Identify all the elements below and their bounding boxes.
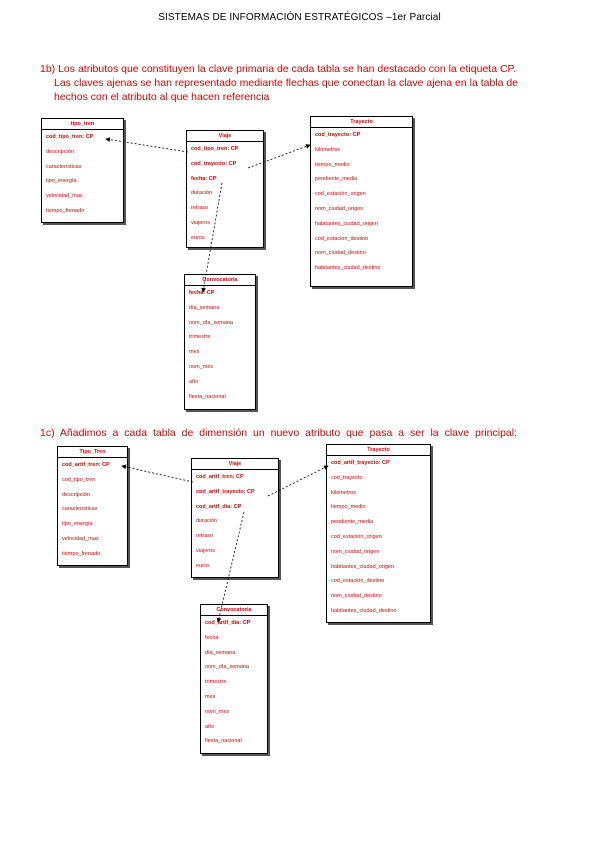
field-item: cod_tipo_tren: CP bbox=[46, 134, 94, 140]
field-item: fiesta_nacional bbox=[205, 738, 242, 745]
field-item: nom_ciudad_destino bbox=[331, 593, 382, 600]
field-item: tiempo_medio bbox=[315, 161, 350, 168]
field-item: kilómetros bbox=[315, 146, 341, 153]
table-title: Trayecto bbox=[311, 117, 412, 128]
field-item: euros bbox=[196, 562, 210, 569]
field-item: cod_artif_tren: CP bbox=[196, 474, 244, 480]
field-item: trimestre bbox=[205, 679, 227, 686]
field-item: nom_ciudad_origen bbox=[315, 205, 364, 212]
field-item: cod_trayecto: CP bbox=[191, 160, 237, 167]
field-item: habitantes_ciudad_origen bbox=[331, 563, 394, 570]
field-item: nom_ciudad_destino bbox=[315, 250, 366, 257]
table-1c-trayecto: Trayecto cod_artif_trayecto: CP cod_tray… bbox=[326, 444, 431, 623]
field-item: retraso bbox=[196, 533, 214, 540]
field-item: nom_ciudad_origen bbox=[331, 548, 380, 555]
field-item: fecha: CP bbox=[189, 290, 215, 296]
table-1c-convocatoria: Convocatoria cod_artif_día: CP fecha día… bbox=[200, 604, 268, 754]
field-item: cod_tipo_tren: CP bbox=[191, 146, 239, 152]
field-item: fecha bbox=[205, 634, 219, 641]
field-item: viajeros bbox=[196, 547, 215, 554]
field-item: cod_artif_trayecto: CP bbox=[196, 488, 255, 495]
field-item: nom_mes bbox=[205, 708, 230, 715]
fk-arrow-1b-trayecto bbox=[247, 144, 311, 169]
field-item: nom_día_semana bbox=[205, 664, 250, 671]
fk-arrow-1c-tipo-tren bbox=[121, 464, 194, 483]
table-1b-trayecto: Trayecto cod_trayecto: CP kilómetros tie… bbox=[310, 116, 413, 287]
field-item: cod_artif_día: CP bbox=[205, 620, 251, 626]
field-item: cod_trayecto: CP bbox=[315, 132, 361, 138]
section-1b-line-2: Las claves ajenas se han representado me… bbox=[54, 77, 519, 89]
field-item: habitantes_ciudad_origen bbox=[315, 220, 378, 227]
field-item: nom_día_semana bbox=[189, 319, 234, 326]
field-item: velocidad_max bbox=[46, 193, 83, 200]
field-item: tiempo_frenado bbox=[46, 207, 85, 214]
field-item: cod_artif_tren: CP bbox=[62, 462, 110, 468]
field-item: duración bbox=[196, 518, 218, 525]
field-item: características bbox=[46, 163, 82, 170]
document-title: SISTEMAS DE INFORMACIÓN ESTRATÉGICOS –1e… bbox=[158, 12, 441, 23]
field-item: euros bbox=[191, 234, 205, 241]
section-1b-heading: 1b) Los atributos que constituyen la cla… bbox=[40, 62, 518, 104]
field-item: cod_estación_destino bbox=[331, 578, 385, 585]
field-item: cod_estación_origen bbox=[331, 533, 382, 540]
field-item: cod_estación_origen bbox=[315, 191, 366, 198]
field-item: cod_trayecto bbox=[331, 474, 363, 481]
field-item: año bbox=[205, 723, 215, 730]
field-item: pendiente_media bbox=[315, 176, 358, 183]
field-item: tipo_energía bbox=[62, 521, 93, 528]
field-item: características bbox=[62, 506, 98, 513]
table-1c-tipo-tren: Tipo_Tren cod_artif_tren: CP cod_tipo_tr… bbox=[57, 446, 128, 566]
field-item: mes bbox=[189, 349, 200, 356]
section-1b-line-1: 1b) Los atributos que constituyen la cla… bbox=[40, 63, 517, 75]
fk-arrow-1b-tipo-tren bbox=[105, 137, 189, 153]
section-1c-heading: 1c) Añadimos a cada tabla de dimensión u… bbox=[40, 426, 517, 440]
field-item: cod_artif_día: CP bbox=[196, 503, 242, 510]
field-item: descripción bbox=[46, 148, 74, 155]
field-item: habitantes_ciudad_destino bbox=[315, 265, 381, 272]
table-1b-tipo-tren: tipo_tren cod_tipo_tren: CP descripción … bbox=[41, 118, 124, 223]
field-item: duración bbox=[191, 190, 213, 197]
fk-arrow-1b-convocatoria bbox=[201, 182, 223, 293]
field-item: viajeros bbox=[191, 219, 210, 226]
table-title: Convocatoria bbox=[185, 275, 255, 286]
table-title: Tipo_Tren bbox=[58, 447, 127, 458]
field-item: pendiente_media bbox=[331, 519, 374, 526]
field-item: trimestre bbox=[189, 334, 211, 341]
field-item: mes bbox=[205, 693, 216, 700]
field-item: kilómetros bbox=[331, 489, 357, 496]
field-item: fiesta_nacional bbox=[189, 393, 226, 400]
table-1b-viaje: Viaje cod_tipo_tren: CP cod_trayecto: CP… bbox=[186, 130, 264, 248]
field-item: tiempo_frenado bbox=[62, 550, 101, 557]
field-item: velocidad_max bbox=[62, 535, 99, 542]
field-item: cod_estación_destino bbox=[315, 235, 369, 242]
field-item: día_semana bbox=[189, 304, 220, 311]
fk-arrow-1c-trayecto bbox=[267, 465, 329, 497]
field-item: retraso bbox=[191, 205, 209, 212]
field-item: habitantes_ciudad_destino bbox=[331, 607, 397, 614]
field-item: nom_mes bbox=[189, 363, 214, 370]
section-1b-line-3: hechos con el atributo al que hacen refe… bbox=[54, 91, 270, 103]
table-title: tipo_tren bbox=[42, 119, 123, 130]
table-title: Convocatoria bbox=[201, 605, 267, 616]
field-item: día_semana bbox=[205, 649, 236, 656]
table-title: Trayecto bbox=[327, 445, 430, 456]
field-item: fecha: CP bbox=[191, 175, 217, 182]
table-1b-convocatoria: Convocatoria fecha: CP día_semana nom_dí… bbox=[184, 274, 256, 410]
field-item: tiempo_medio bbox=[331, 504, 366, 511]
field-item: cod_tipo_tren bbox=[62, 476, 96, 483]
table-1c-viaje: Viaje cod_artif_tren: CP cod_artif_traye… bbox=[191, 458, 279, 578]
field-item: año bbox=[189, 378, 199, 385]
field-item: cod_artif_trayecto: CP bbox=[331, 460, 390, 466]
fk-arrow-1c-convocatoria bbox=[216, 511, 245, 623]
table-title: Viaje bbox=[192, 459, 278, 470]
field-item: descripción bbox=[62, 491, 90, 498]
field-item: tipo_energía bbox=[46, 178, 77, 185]
section-1c-line: 1c) Añadimos a cada tabla de dimensión u… bbox=[40, 427, 518, 439]
table-title: Viaje bbox=[187, 131, 263, 142]
